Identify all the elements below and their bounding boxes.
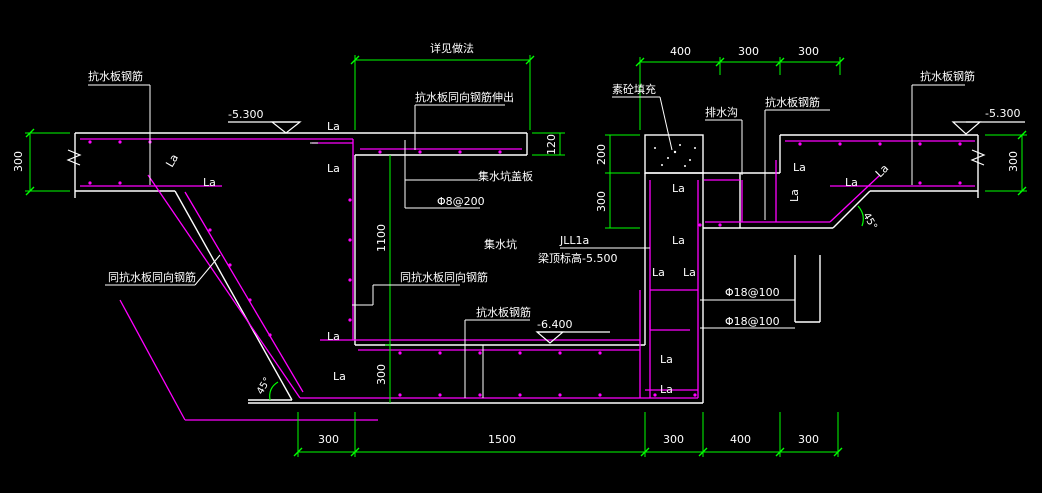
rebar-lines bbox=[80, 138, 975, 421]
label-la: La bbox=[203, 176, 216, 189]
label-la: La bbox=[327, 120, 340, 133]
label-la: La bbox=[793, 161, 806, 174]
dim-right-300: 300 bbox=[1007, 151, 1020, 172]
break-marks bbox=[66, 149, 986, 166]
label-same-anti-rebar-mid: 同抗水板同向钢筋 bbox=[400, 270, 488, 284]
label-la: La bbox=[660, 353, 673, 366]
dim-top-400: 400 bbox=[670, 45, 691, 58]
dim-bot-1500: 1500 bbox=[488, 433, 516, 446]
label-rebar-phi8: Φ8@200 bbox=[437, 195, 485, 208]
dim-200: 200 bbox=[595, 144, 608, 165]
label-anti-slab-rebar-left: 抗水板钢筋 bbox=[88, 69, 143, 83]
leader-lines bbox=[88, 84, 965, 398]
label-pit-cover: 集水坑盖板 bbox=[478, 169, 533, 183]
label-la: La bbox=[788, 189, 801, 202]
label-la: La bbox=[660, 383, 673, 396]
dim-top-300a: 300 bbox=[738, 45, 759, 58]
label-anti-slab-extension: 抗水板同向钢筋伸出 bbox=[415, 90, 514, 104]
label-elev-bottom: -6.400 bbox=[537, 318, 572, 331]
dimension-lines bbox=[25, 55, 1027, 457]
label-rebar-phi18-a: Φ18@100 bbox=[725, 286, 780, 299]
dim-bot-300b: 300 bbox=[663, 433, 684, 446]
label-anti-slab-rebar-right: 抗水板钢筋 bbox=[920, 69, 975, 83]
label-angle-45-left: 45° bbox=[255, 376, 273, 397]
label-beam-jll: JLL1a bbox=[559, 234, 589, 247]
label-la: La bbox=[845, 176, 858, 189]
label-la: La bbox=[327, 162, 340, 175]
label-elev-top-left: -5.300 bbox=[228, 108, 263, 121]
label-la: La bbox=[333, 370, 346, 383]
dim-left-300: 300 bbox=[12, 151, 25, 172]
dim-300-bottom: 300 bbox=[375, 364, 388, 385]
dim-top-300b: 300 bbox=[798, 45, 819, 58]
dim-300-mid: 300 bbox=[595, 191, 608, 212]
label-la: La bbox=[163, 152, 181, 170]
label-same-anti-rebar-left: 同抗水板同向钢筋 bbox=[108, 270, 196, 284]
elevation-markers bbox=[228, 121, 1025, 344]
label-beam-elev: 梁顶标高-5.500 bbox=[538, 251, 617, 265]
label-la: La bbox=[873, 162, 891, 180]
label-la: La bbox=[683, 266, 696, 279]
label-plain-concrete: 素砼填充 bbox=[612, 82, 656, 96]
label-anti-slab-rebar-bottom: 抗水板钢筋 bbox=[476, 305, 531, 319]
dim-bot-300a: 300 bbox=[318, 433, 339, 446]
dimension-ticks bbox=[25, 55, 1027, 457]
rebar-dots bbox=[88, 140, 962, 397]
label-pit-name: 集水坑 bbox=[484, 237, 517, 251]
annotations: 抗水板钢筋 抗水板钢筋 -5.300 -5.300 -6.400 详见做法 抗水… bbox=[88, 41, 1020, 396]
label-elev-top-right: -5.300 bbox=[985, 107, 1020, 120]
label-la: La bbox=[652, 266, 665, 279]
label-drain-ditch: 排水沟 bbox=[705, 105, 738, 119]
angle-arcs bbox=[269, 205, 864, 401]
label-anti-slab-rebar-ditch: 抗水板钢筋 bbox=[765, 95, 820, 109]
dim-bot-400: 400 bbox=[730, 433, 751, 446]
dim-120: 120 bbox=[545, 134, 558, 155]
dim-1100: 1100 bbox=[375, 224, 388, 252]
label-la: La bbox=[672, 234, 685, 247]
concrete-outline bbox=[74, 132, 979, 404]
dim-bot-300c: 300 bbox=[798, 433, 819, 446]
label-detail-pour: 详见做法 bbox=[430, 41, 474, 55]
label-rebar-phi18-b: Φ18@100 bbox=[725, 315, 780, 328]
concrete-fill-hatch bbox=[654, 144, 696, 167]
label-la: La bbox=[672, 182, 685, 195]
dimension-labels: 400 300 300 300 300 120 1100 300 200 300… bbox=[12, 45, 1020, 446]
label-la: La bbox=[327, 330, 340, 343]
